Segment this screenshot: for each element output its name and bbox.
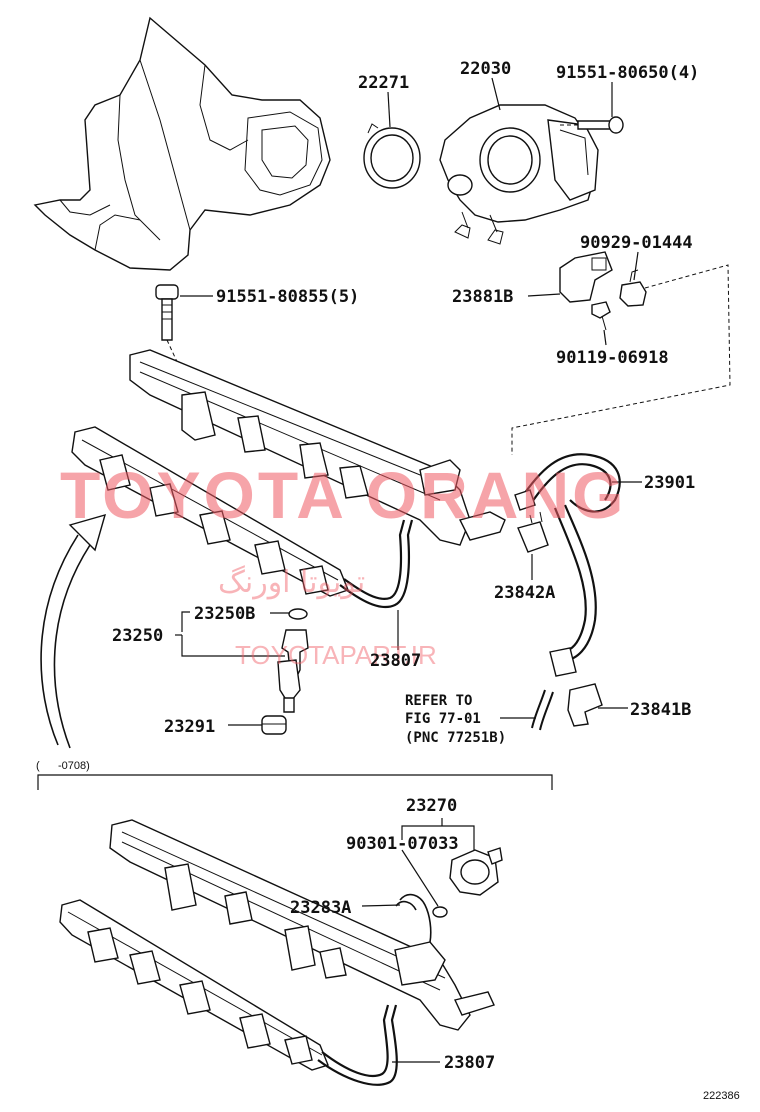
fuel-rail-lower (71, 426, 349, 597)
figure-code: 222386 (703, 1090, 740, 1102)
label-23901: 23901 (644, 473, 695, 493)
label-23270: 23270 (406, 796, 457, 816)
label-91551-80650: 91551-80650(4) (556, 63, 699, 83)
fuel-hose-23901 (514, 453, 621, 677)
hose-ref-piece (531, 689, 554, 731)
range-note: ( -0708) (36, 760, 90, 772)
fuel-rail-lower-bottom (59, 899, 329, 1071)
gasket-22271 (363, 123, 421, 189)
label-90301-07033: 90301-07033 (346, 834, 459, 854)
fuel-tube-23807-top (339, 519, 414, 609)
label-23250B: 23250B (194, 604, 255, 624)
refer-line-2: FIG 77-01 (405, 711, 481, 727)
intake-manifold (33, 16, 331, 271)
injector-23250 (277, 608, 309, 713)
fuel-rail-upper (129, 349, 506, 546)
clamp-90929-01444 (619, 269, 647, 307)
pressure-regulator-23270 (432, 847, 503, 918)
label-90119-06918: 90119-06918 (556, 348, 669, 368)
bolt-91551-80855 (155, 284, 191, 391)
label-23283A: 23283A (290, 898, 351, 918)
bracket-23881B (559, 251, 613, 303)
clip-23283A (395, 893, 432, 943)
connector-23842A (517, 511, 549, 553)
connector-23841B (567, 683, 603, 727)
watermark-site: TOYOTAPART.IR (235, 640, 437, 670)
refer-line-3: (PNC 77251B) (405, 730, 506, 746)
label-22271: 22271 (358, 73, 409, 93)
label-90929-01444: 90929-01444 (580, 233, 693, 253)
label-23291: 23291 (164, 717, 215, 737)
label-23807-top: 23807 (370, 651, 421, 671)
label-23250: 23250 (112, 626, 163, 646)
bolt-91551-80650 (560, 116, 624, 134)
reference-arrow (40, 513, 107, 749)
watermark-persian: تویوتا اورنگ (218, 565, 365, 600)
label-23842A: 23842A (494, 583, 555, 603)
watermark-brand: TOYOTA ORANG (60, 458, 626, 532)
throttle-body-22030 (439, 104, 599, 245)
refer-line-1: REFER TO (405, 693, 472, 709)
label-23841B: 23841B (630, 700, 691, 720)
watermark: TOYOTA ORANG تویوتا اورنگ TOYOTAPART.IR (60, 458, 626, 670)
grommet-23291 (261, 715, 287, 735)
fuel-rail-upper-bottom (109, 819, 495, 1031)
label-23807-bottom: 23807 (444, 1053, 495, 1073)
label-23881B: 23881B (452, 287, 513, 307)
label-22030: 22030 (460, 59, 511, 79)
label-91551-80855: 91551-80855(5) (216, 287, 359, 307)
bolt-90119-06918 (591, 301, 611, 331)
fuel-tube-23807-bottom (317, 1004, 398, 1086)
